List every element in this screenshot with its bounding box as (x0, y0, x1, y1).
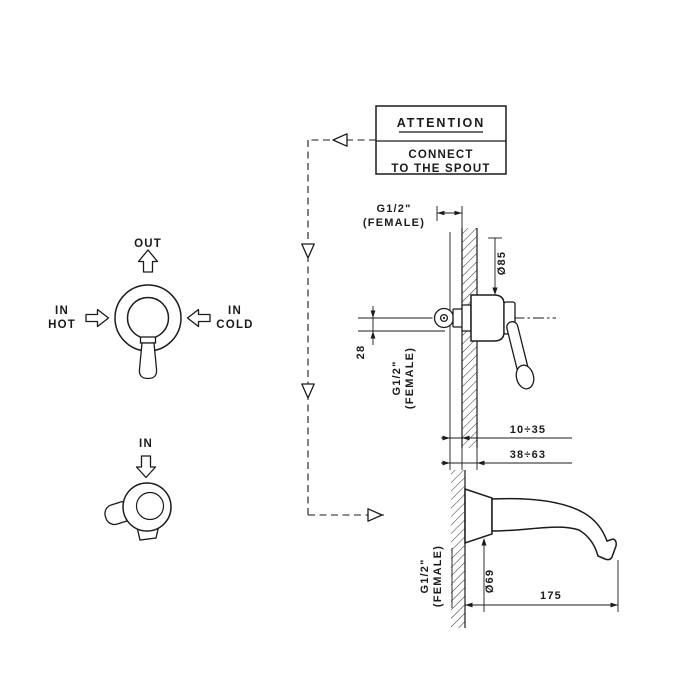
attention-box-border (375, 105, 507, 175)
attention-title: ATTENTION (397, 116, 486, 130)
dim-arrow-icon (492, 287, 498, 295)
attention-callout: ATTENTION CONNECT TO THE SPOUT (375, 105, 507, 175)
valve-handle-bulb (515, 364, 535, 390)
route-arrow-down1-icon (301, 243, 315, 259)
escutcheon-diameter-label: Ø85 (496, 251, 508, 275)
valve-lever (138, 342, 158, 380)
dim-arrow-icon (370, 310, 376, 318)
valve-cap-center (442, 316, 446, 320)
route-arrow-left-icon (332, 133, 348, 147)
valve-escutcheon-body (470, 294, 505, 342)
valve-inner-ring (126, 296, 170, 340)
dim-arrow-icon (442, 460, 450, 466)
spout-wall-section: G1/2" (FEMALE) Ø69 175 (419, 470, 619, 628)
in-hot-label-bottom: HOT (48, 319, 76, 331)
handle-knob (122, 482, 172, 532)
dim-arrow-icon (437, 210, 445, 216)
dim-arrow-icon (454, 210, 462, 216)
callout-route (301, 133, 384, 522)
flow-arrow-down-icon (135, 455, 157, 479)
flow-arrow-left-icon (186, 308, 211, 328)
dim-arrow-icon (462, 435, 470, 441)
flange-diameter-label: Ø69 (484, 569, 496, 593)
valve-wall-sleeve (461, 304, 472, 332)
spout-thread-label: G1/2" (419, 558, 431, 593)
spout-thread-type-label: (FEMALE) (432, 545, 444, 607)
in-label: IN (139, 438, 153, 450)
mounting-depth-min-label: 10÷35 (510, 424, 547, 436)
inlet-thread-type-label: (FEMALE) (404, 347, 416, 409)
top-thread-label: G1/2" (376, 203, 411, 215)
dim-arrow-icon (465, 602, 473, 608)
valve-lever-collar (139, 336, 157, 344)
projection-length-label: 175 (540, 590, 562, 602)
flow-arrow-right-icon (85, 308, 110, 328)
center-offset-label: 28 (355, 345, 367, 360)
wall-hatch (462, 228, 477, 448)
in-cold-label-top: IN (228, 305, 242, 317)
dim-arrow-icon (610, 602, 618, 608)
in-hot-label-top: IN (55, 305, 69, 317)
route-arrow-down2-icon (301, 383, 315, 399)
dim-arrow-icon (442, 435, 450, 441)
dim-arrow-icon (481, 538, 487, 546)
attention-message-line2: TO THE SPOUT (391, 163, 490, 175)
dim-arrow-icon (477, 460, 485, 466)
dim-arrow-icon (370, 331, 376, 339)
mounting-depth-max-label: 38÷63 (510, 449, 547, 461)
spout-flange (464, 487, 493, 545)
flow-arrow-up-icon (137, 249, 159, 273)
mixer-flow-schematic: OUT IN HOT IN COLD (48, 238, 253, 380)
handle-schematic: IN (104, 438, 172, 541)
top-thread-type-label: (FEMALE) (363, 217, 425, 229)
attention-message-line1: CONNECT (408, 149, 473, 161)
inlet-thread-label: G1/2" (391, 360, 403, 395)
out-label: OUT (134, 238, 162, 250)
in-cold-label-bottom: COLD (216, 319, 253, 331)
spout-wall-hatch (451, 470, 465, 628)
spout-body (491, 497, 617, 561)
valve-wall-section: G1/2" (FEMALE) Ø85 28 G1/2" (FEMALE) (355, 203, 572, 470)
route-arrow-right-icon (367, 508, 383, 522)
handle-knob-inner (135, 491, 165, 521)
